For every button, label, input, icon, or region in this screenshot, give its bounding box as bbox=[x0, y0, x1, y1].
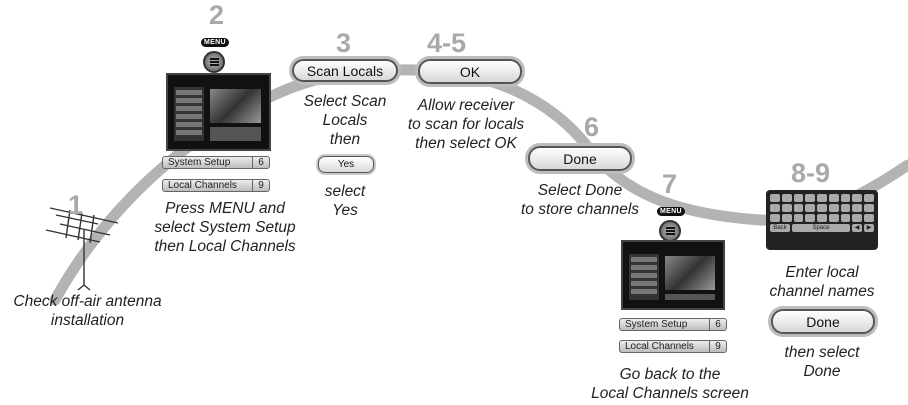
caption-line: to store channels bbox=[520, 201, 640, 218]
step-6-caption: Select Done to store channels bbox=[510, 181, 650, 219]
screen-sidebar bbox=[174, 87, 204, 141]
system-setup-menu-item[interactable]: System Setup 6 bbox=[619, 318, 727, 331]
screen-sidebar bbox=[629, 254, 659, 300]
menu-icon bbox=[659, 220, 681, 242]
caption-line: select bbox=[324, 183, 366, 200]
caption-line: then select bbox=[784, 344, 860, 361]
keyboard-bottom-row: Back Space ◀ ▶ bbox=[770, 224, 874, 232]
menu-item-number: 9 bbox=[709, 341, 726, 352]
menu-item-number: 6 bbox=[252, 157, 269, 168]
menu-button[interactable]: MENU bbox=[657, 200, 685, 242]
caption-line: Yes bbox=[332, 202, 358, 219]
caption-line: Local Channels screen bbox=[591, 385, 749, 402]
caption-line: Press MENU and bbox=[165, 200, 285, 217]
menu-item-label: System Setup bbox=[625, 319, 688, 330]
caption-line: then select OK bbox=[415, 135, 517, 152]
screen-picture bbox=[210, 89, 261, 123]
caption-line: Select Scan bbox=[303, 93, 387, 110]
screen-list bbox=[210, 127, 261, 141]
caption-line: then Local Channels bbox=[154, 238, 296, 255]
step-number-8-9: 8-9 bbox=[791, 158, 831, 188]
step-8-9-caption-bottom: then select Done bbox=[754, 343, 890, 381]
caption-line: Go back to the bbox=[619, 366, 721, 383]
step-number-6: 6 bbox=[584, 112, 600, 142]
keyboard-right-key[interactable]: ▶ bbox=[864, 224, 874, 232]
step-number-1: 1 bbox=[68, 190, 84, 220]
menu-item-number: 9 bbox=[252, 180, 269, 191]
caption-line: to scan for locals bbox=[407, 116, 525, 133]
menu-item-label: Local Channels bbox=[168, 180, 237, 191]
tv-screen-thumbnail bbox=[166, 73, 271, 151]
caption-line: Check off-air antenna bbox=[13, 293, 162, 310]
on-screen-keyboard[interactable]: Back Space ◀ ▶ bbox=[766, 190, 878, 250]
menu-item-label: System Setup bbox=[168, 157, 231, 168]
screen-list bbox=[665, 294, 715, 300]
step-3-caption-bottom: select Yes bbox=[290, 182, 400, 220]
yes-button[interactable]: Yes bbox=[318, 156, 374, 173]
step-number-2: 2 bbox=[209, 0, 225, 30]
step-2-caption: Press MENU and select System Setup then … bbox=[130, 199, 320, 256]
screen-picture bbox=[665, 256, 715, 290]
menu-icon bbox=[203, 51, 225, 73]
tv-screen-thumbnail bbox=[621, 240, 725, 310]
system-setup-menu-item[interactable]: System Setup 6 bbox=[162, 156, 270, 169]
scan-locals-button[interactable]: Scan Locals bbox=[292, 59, 398, 82]
caption-line: installation bbox=[50, 312, 125, 329]
step-4-5-caption: Allow receiver to scan for locals then s… bbox=[396, 96, 536, 153]
antenna-icon bbox=[45, 207, 119, 291]
caption-line: Done bbox=[803, 363, 841, 380]
menu-item-number: 6 bbox=[709, 319, 726, 330]
step-number-4-5: 4-5 bbox=[427, 28, 467, 58]
step-8-9-caption: Enter local channel names bbox=[754, 263, 890, 301]
menu-button[interactable]: MENU bbox=[201, 31, 229, 73]
keyboard-left-key[interactable]: ◀ bbox=[852, 224, 862, 232]
local-channels-menu-item[interactable]: Local Channels 9 bbox=[619, 340, 727, 353]
step-7-caption: Go back to the Local Channels screen bbox=[570, 365, 770, 403]
caption-line: select System Setup bbox=[154, 219, 296, 236]
caption-line: Locals bbox=[322, 112, 368, 129]
keyboard-space-key[interactable]: Space bbox=[792, 224, 850, 232]
local-channels-menu-item[interactable]: Local Channels 9 bbox=[162, 179, 270, 192]
menu-label: MENU bbox=[657, 207, 685, 216]
caption-line: Select Done bbox=[537, 182, 623, 199]
done-button[interactable]: Done bbox=[771, 309, 875, 334]
menu-label: MENU bbox=[201, 38, 229, 47]
step-number-7: 7 bbox=[662, 169, 678, 199]
done-button[interactable]: Done bbox=[528, 146, 632, 171]
step-number-3: 3 bbox=[336, 28, 352, 58]
keyboard-keys bbox=[770, 194, 874, 222]
menu-item-label: Local Channels bbox=[625, 341, 694, 352]
caption-line: then bbox=[329, 131, 361, 148]
caption-line: Enter local bbox=[785, 264, 859, 281]
caption-line: channel names bbox=[769, 283, 875, 300]
keyboard-back-key[interactable]: Back bbox=[770, 224, 790, 232]
step-3-caption: Select Scan Locals then bbox=[290, 92, 400, 149]
step-1-caption: Check off-air antenna installation bbox=[0, 292, 175, 330]
ok-button[interactable]: OK bbox=[418, 59, 522, 84]
caption-line: Allow receiver bbox=[417, 97, 515, 114]
